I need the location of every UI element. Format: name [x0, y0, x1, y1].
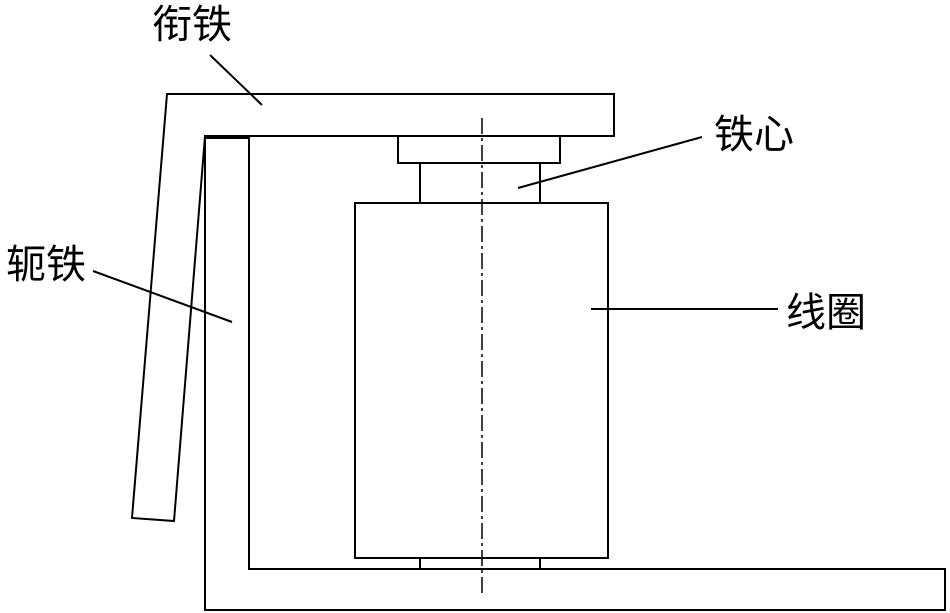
armature-leader: [209, 54, 263, 106]
iron-core-label: 铁心: [714, 112, 794, 158]
yoke-label: 轭铁: [6, 242, 86, 288]
armature: [130, 93, 615, 523]
yoke-frame: [204, 137, 946, 611]
yoke-leader: [92, 270, 233, 323]
iron-core-stem: [419, 162, 541, 204]
iron-core-cap: [397, 135, 561, 164]
iron-core-leader: [517, 136, 703, 189]
coil-label: 线圈: [786, 290, 866, 336]
iron-core-base: [419, 557, 541, 570]
armature-label: 衔铁: [152, 2, 232, 48]
